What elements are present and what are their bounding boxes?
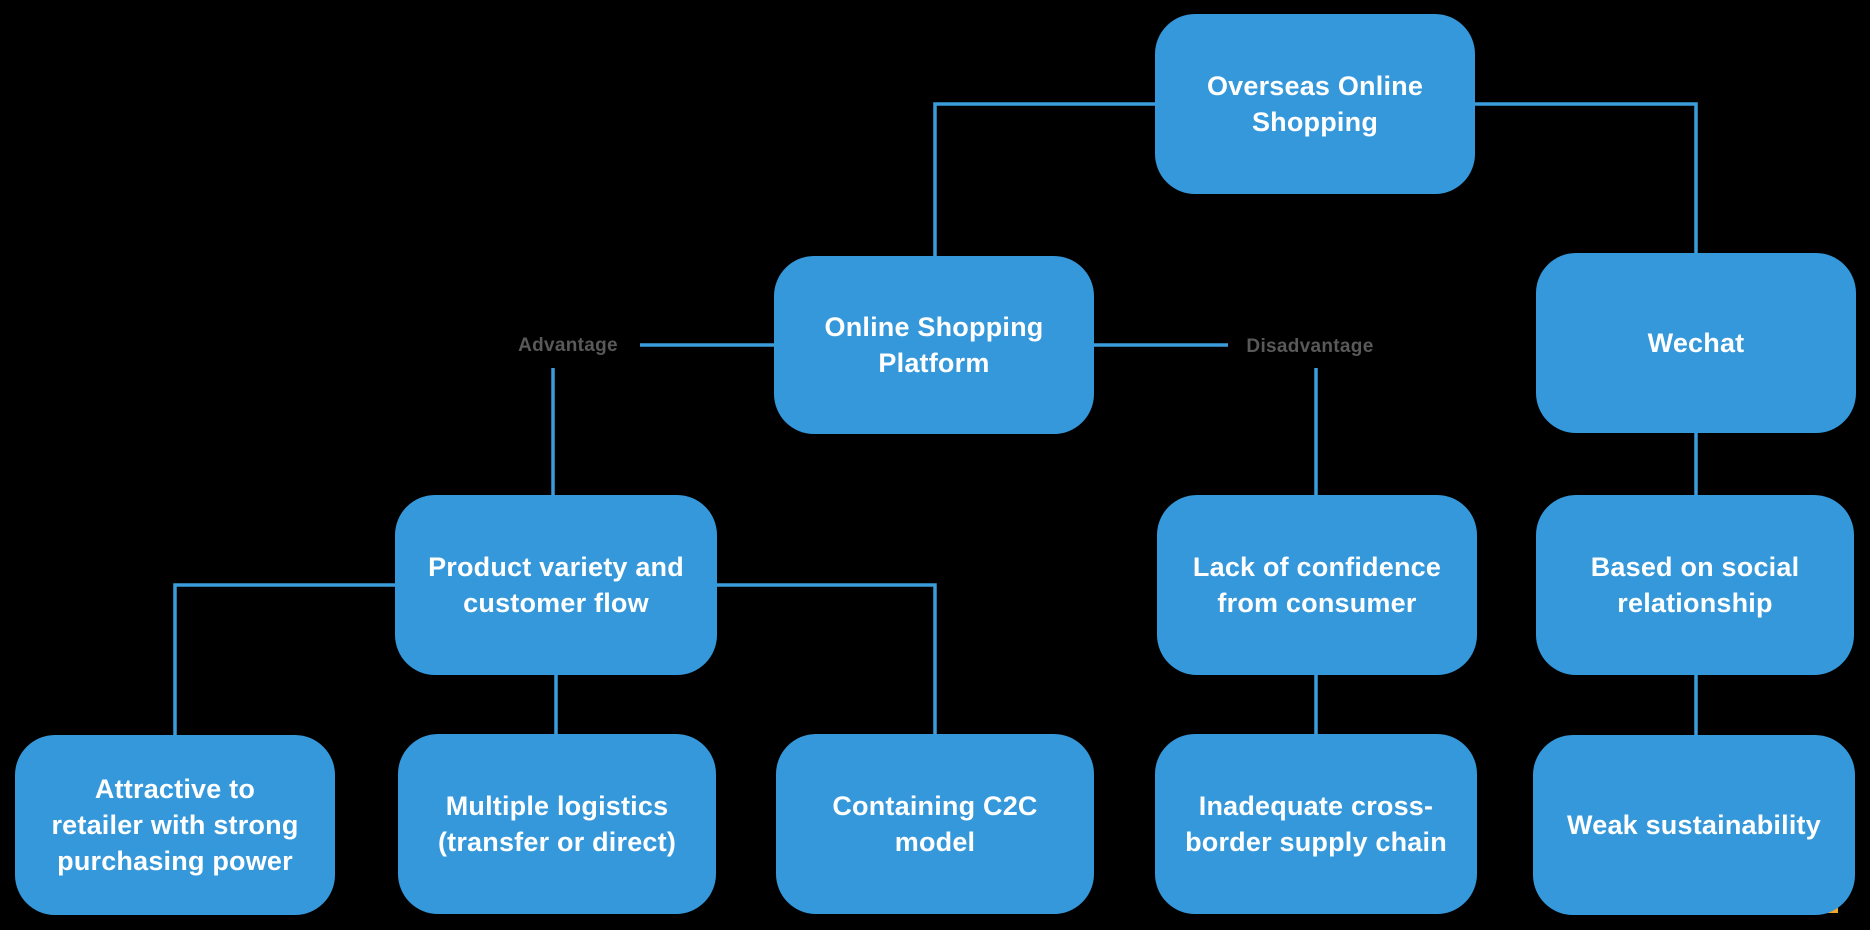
node-label: Wechat [1647, 328, 1745, 358]
node-label: Based on social relationship [1590, 552, 1800, 618]
edge-overseas-to-platform [933, 102, 1155, 256]
node-containing-c2c[interactable]: Containing C2C model [776, 734, 1094, 914]
node-multiple-logistics[interactable]: Multiple logistics (transfer or direct) [398, 734, 716, 914]
node-label: Product variety and customer flow [428, 552, 684, 618]
edge-label-disadvantage[interactable]: Disadvantage [1246, 336, 1374, 357]
node-label: Multiple logistics (transfer or direct) [437, 791, 677, 857]
edge-product-to-c2c [717, 583, 937, 734]
node-weak-sustainability[interactable]: Weak sustainability [1533, 735, 1855, 915]
edge-label-advantage[interactable]: Advantage [518, 335, 618, 356]
edge-product-to-attractive [173, 583, 395, 735]
node-wechat[interactable]: Wechat [1536, 253, 1856, 433]
node-label: Inadequate cross- border supply chain [1185, 791, 1447, 857]
node-lack-of-confidence[interactable]: Lack of confidence from consumer [1157, 495, 1477, 675]
node-label: Overseas Online Shopping [1206, 71, 1424, 137]
node-attractive-to-retailer[interactable]: Attractive to retailer with strong purch… [15, 735, 335, 915]
node-inadequate-supply-chain[interactable]: Inadequate cross- border supply chain [1155, 734, 1477, 914]
node-label: Attractive to retailer with strong purch… [51, 774, 299, 876]
node-online-shopping-platform[interactable]: Online Shopping Platform [774, 256, 1094, 434]
node-overseas-online-shopping[interactable]: Overseas Online Shopping [1155, 14, 1475, 194]
node-label: Containing C2C model [832, 791, 1038, 857]
node-product-variety[interactable]: Product variety and customer flow [395, 495, 717, 675]
node-based-on-social[interactable]: Based on social relationship [1536, 495, 1854, 675]
node-label: Weak sustainability [1567, 810, 1821, 840]
node-label: Lack of confidence from consumer [1192, 552, 1442, 618]
edge-overseas-to-wechat [1475, 102, 1698, 253]
node-label: Online Shopping Platform [824, 312, 1044, 378]
